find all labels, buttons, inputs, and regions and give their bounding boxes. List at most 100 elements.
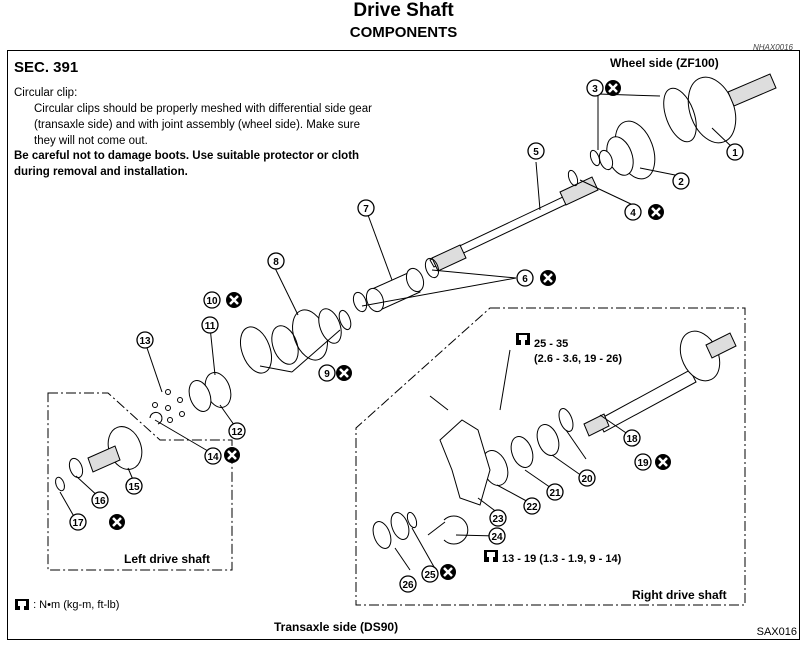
part-number-8: 8 <box>267 252 285 270</box>
bolt-lower <box>427 521 446 536</box>
part-number-9: 9 <box>318 364 336 382</box>
left-joint <box>87 426 143 473</box>
note-heading: Circular clip: <box>14 87 78 99</box>
x-mark-4 <box>646 202 666 222</box>
circular-clip-wheel <box>567 169 579 187</box>
part-number-22: 22 <box>523 497 541 515</box>
part-number-5: 5 <box>527 142 545 160</box>
x-mark-9 <box>334 363 354 383</box>
part-20 <box>536 424 560 456</box>
wheel-side-joint <box>663 73 777 144</box>
reference-code: NHAX0016 <box>752 43 793 52</box>
part-number-text: 19 <box>637 458 649 469</box>
legend-text: : N•m (kg-m, ft-lb) <box>33 598 120 611</box>
left-drive-shaft-label: Left drive shaft <box>124 552 211 566</box>
part-number-17: 17 <box>69 513 87 531</box>
boot-band-small <box>589 149 601 167</box>
part-number-text: 2 <box>678 177 684 188</box>
part-number-25: 25 <box>421 565 439 583</box>
part-number-4: 4 <box>624 203 642 221</box>
torque-legend: : N•m (kg-m, ft-lb) <box>14 598 119 612</box>
part-number-text: 16 <box>94 496 106 507</box>
slide-joint-housing <box>365 267 425 313</box>
boot-band-large <box>271 325 299 365</box>
note-body: Circular clips should be properly meshed… <box>34 103 372 147</box>
replace-marks <box>107 78 673 582</box>
torque-upper-value: 25 - 35 <box>534 338 569 350</box>
wheel-side-label: Wheel side (ZF100) <box>610 56 719 70</box>
part-number-text: 18 <box>626 434 638 445</box>
right-drive-shaft <box>583 330 737 437</box>
torque-lower-value: 13 - 19 (1.3 - 1.9, 9 - 14) <box>502 553 622 565</box>
part-25 <box>406 511 418 529</box>
part-number-6: 6 <box>516 269 534 287</box>
part-number-23: 23 <box>489 509 507 527</box>
x-mark-6 <box>538 268 558 288</box>
part-number-text: 22 <box>526 502 538 513</box>
part-number-text: 5 <box>533 147 539 158</box>
part-number-12: 12 <box>228 422 246 440</box>
balls-13 <box>152 389 185 423</box>
part-number-7: 7 <box>357 199 375 217</box>
main-shaft <box>429 176 599 272</box>
circular-clip-note: Circular clip: Circular clips should be … <box>14 85 374 149</box>
part-number-text: 13 <box>139 336 151 347</box>
part-number-text: 24 <box>491 532 503 543</box>
part-number-3: 3 <box>586 79 604 97</box>
part-number-16: 16 <box>91 491 109 509</box>
part-number-13: 13 <box>136 331 154 349</box>
diagram-frame <box>7 50 800 640</box>
part-number-text: 4 <box>630 208 636 219</box>
ring-6a <box>352 291 368 313</box>
part-number-text: 6 <box>522 274 528 285</box>
x-mark-25 <box>438 562 458 582</box>
left-drive-shaft-box <box>47 392 233 571</box>
part-numbers: 1234567891011121314151617181920212223242… <box>69 79 744 593</box>
x-mark-17 <box>107 512 127 532</box>
part-number-text: 17 <box>72 518 84 529</box>
part-number-text: 3 <box>592 84 598 95</box>
part-19 <box>558 408 574 432</box>
part-number-11: 11 <box>201 316 219 334</box>
part-number-text: 26 <box>402 580 414 591</box>
x-mark-3 <box>603 78 623 98</box>
part-number-19: 19 <box>634 453 652 471</box>
part-number-18: 18 <box>623 429 641 447</box>
part-number-text: 12 <box>231 427 243 438</box>
part-number-text: 21 <box>549 488 561 499</box>
x-mark-10 <box>224 290 244 310</box>
bolt-upper <box>429 395 449 411</box>
part-number-text: 11 <box>205 321 216 332</box>
section-number: SEC. 391 <box>14 59 79 76</box>
ring-6b <box>424 257 440 279</box>
part-number-21: 21 <box>546 483 564 501</box>
x-mark-19 <box>653 452 673 472</box>
part-number-text: 25 <box>424 570 436 581</box>
part-number-text: 10 <box>206 296 218 307</box>
figure-code: SAX016 <box>756 626 797 638</box>
x-mark-14 <box>222 445 242 465</box>
torque-wrench-icon <box>15 599 29 610</box>
part-number-text: 9 <box>324 369 330 380</box>
snap-ring-14 <box>149 411 163 425</box>
part-number-20: 20 <box>578 469 596 487</box>
part-number-text: 14 <box>207 452 219 463</box>
part-number-text: 8 <box>273 257 279 268</box>
leader-lines <box>59 93 736 575</box>
right-drive-shaft-label: Right drive shaft <box>632 588 727 602</box>
part-16 <box>68 457 84 479</box>
wheel-side-boot <box>598 120 656 180</box>
part-number-text: 1 <box>732 148 738 159</box>
spider-assembly <box>188 372 232 412</box>
part-26a <box>372 521 392 549</box>
transaxle-side-label: Transaxle side (DS90) <box>274 620 399 634</box>
part-26b <box>390 512 410 540</box>
page-subtitle: COMPONENTS <box>349 24 458 41</box>
page-title: Drive Shaft <box>353 0 454 21</box>
part-number-text: 15 <box>128 482 140 493</box>
center-bearing-bracket <box>439 419 491 506</box>
part-number-15: 15 <box>125 477 143 495</box>
part-number-10: 10 <box>203 291 221 309</box>
part-number-14: 14 <box>204 447 222 465</box>
